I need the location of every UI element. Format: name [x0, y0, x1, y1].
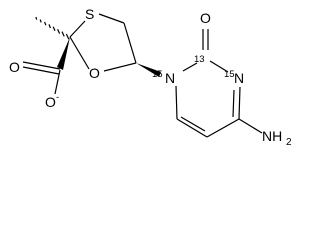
carboxyl-double-bond-b [22, 66, 60, 75]
carboxyl-oxygen-double-label: O [9, 59, 20, 75]
carboxyl-oxygen-single-label: O [45, 94, 56, 110]
bond-n3-c4 [238, 86, 241, 120]
carboxyl-charge: - [56, 92, 59, 103]
bond-c4-c5 [206, 118, 240, 138]
bond-ch2-c5 [123, 22, 137, 64]
c2-oxygen-label: O [200, 10, 211, 26]
ring-oxygen-label: O [89, 65, 100, 81]
bond-c5-c6 [176, 118, 208, 138]
molecule-structure: S O O O - 15 N 13 O 15 N NH 2 [9, 6, 292, 147]
carboxyl-single-bond [54, 69, 61, 95]
methyl-hash-bond [35, 16, 70, 40]
bond-n1-c2 [182, 62, 198, 72]
bond-c4-nh2 [238, 118, 263, 134]
n3-isotope-label: 15 [224, 69, 235, 80]
bond-c5-c6-inner [180, 116, 206, 132]
amine-label: NH [262, 128, 282, 144]
bond-c2-o [69, 36, 90, 70]
bond-s-ch2 [98, 13, 125, 24]
n1-isotope-label: 15 [152, 69, 163, 80]
bond-c2-n3 [209, 60, 229, 73]
wedge-bond-carboxyl [57, 37, 70, 70]
n3-label: N [234, 70, 244, 86]
c2-isotope-label: 13 [194, 54, 205, 65]
carboxyl-double-bond-a [22, 61, 61, 70]
sulfur-label: S [85, 6, 94, 22]
bond-c2-s [69, 20, 86, 38]
amine-subscript: 2 [286, 137, 292, 147]
bond-o-c5 [103, 62, 137, 72]
bond-c6-n1 [175, 85, 178, 120]
wedge-bond-n1 [136, 63, 161, 77]
bond-n3-c4-inner [232, 89, 235, 118]
n1-label: N [165, 70, 175, 86]
